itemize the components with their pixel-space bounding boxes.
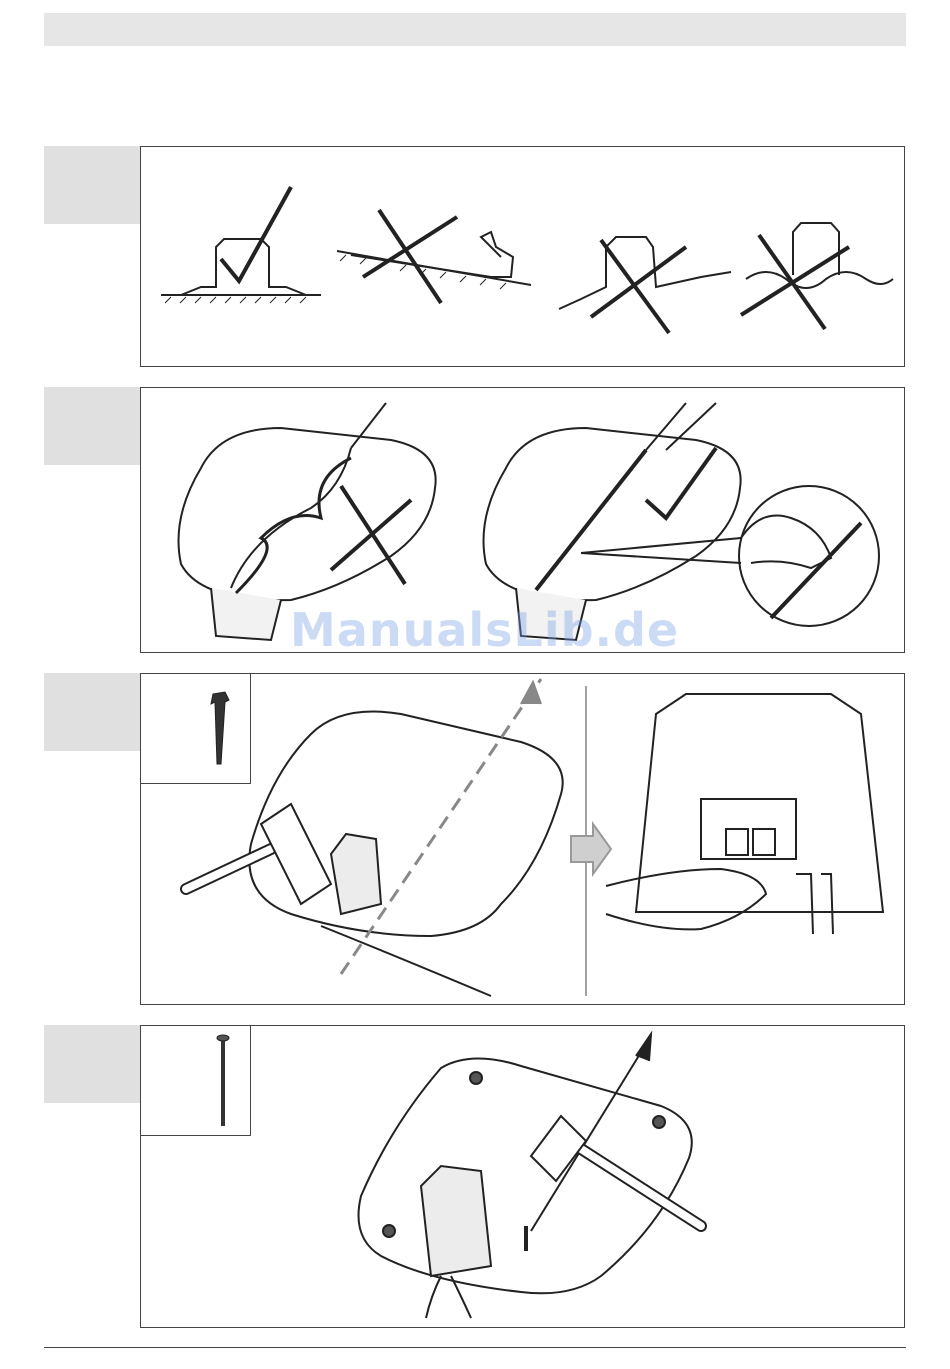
step-tab-1 (44, 146, 140, 224)
step-tab-3 (44, 673, 140, 751)
station-uneven (746, 223, 893, 288)
step-1-panel (140, 146, 905, 367)
cross-mark-icon (331, 486, 411, 584)
cross-mark-icon (741, 235, 849, 329)
step-tab-4 (44, 1025, 140, 1103)
watermark: ManualsLib.de (290, 603, 679, 657)
peg-installation-illustration (141, 674, 906, 1006)
baseplate-spike-view (359, 1034, 692, 1318)
station-level (161, 239, 321, 303)
footer-rule (44, 1347, 906, 1348)
step-4-panel (140, 1025, 905, 1328)
station-sloped (337, 232, 531, 289)
spike-installation-illustration (141, 1026, 906, 1329)
check-mark-icon (646, 448, 716, 518)
station-rear-view (606, 694, 883, 934)
cross-mark-icon (363, 210, 457, 303)
arrow-right-icon (571, 824, 611, 874)
step-tab-2 (44, 387, 140, 465)
header-bar (44, 13, 906, 46)
hammer-icon (531, 1116, 701, 1226)
level-placement-illustration (141, 147, 906, 368)
step-3-panel (140, 673, 905, 1005)
check-mark-icon (221, 187, 291, 281)
